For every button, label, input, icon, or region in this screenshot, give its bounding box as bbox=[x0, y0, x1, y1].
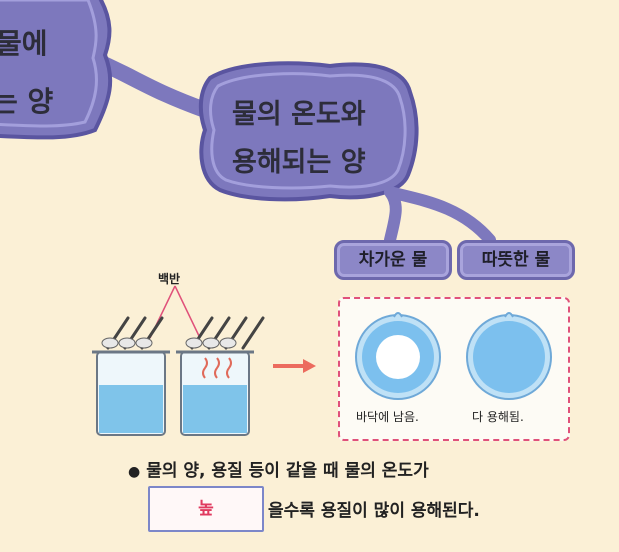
left-cloud-line1: 물에 bbox=[0, 27, 48, 60]
alum-label: 백반 bbox=[158, 272, 181, 286]
result-cold-dish bbox=[355, 312, 441, 400]
caption-cold: 바닥에 남음. bbox=[356, 410, 419, 424]
answer-blank[interactable]: 높 bbox=[148, 486, 264, 532]
statement-line2: 을수록 용질이 많이 용해된다. bbox=[268, 501, 480, 521]
arrow-icon bbox=[273, 359, 316, 373]
connector-tags bbox=[384, 186, 496, 246]
caption-warm: 다 용해됨. bbox=[472, 410, 524, 424]
beaker-cold bbox=[92, 316, 170, 436]
beaker-warm bbox=[176, 316, 265, 436]
statement-text-1: 물의 양, 용질 등이 같을 때 물의 온도가 bbox=[146, 461, 429, 481]
result-warm-dish bbox=[466, 312, 552, 400]
main-cloud-line1: 물의 온도와 bbox=[232, 99, 366, 130]
statement-line1: ● 물의 양, 용질 등이 같을 때 물의 온도가 bbox=[128, 456, 429, 481]
bullet-icon: ● bbox=[128, 464, 141, 480]
label-lines bbox=[149, 285, 201, 339]
left-cloud-line2: 는 양 bbox=[0, 85, 54, 118]
tag-cold-water: 차가운 물 bbox=[334, 240, 452, 280]
main-cloud-line2: 용해되는 양 bbox=[232, 147, 366, 178]
tag-warm-water: 따뜻한 물 bbox=[457, 240, 575, 280]
left-cloud bbox=[0, 0, 113, 140]
